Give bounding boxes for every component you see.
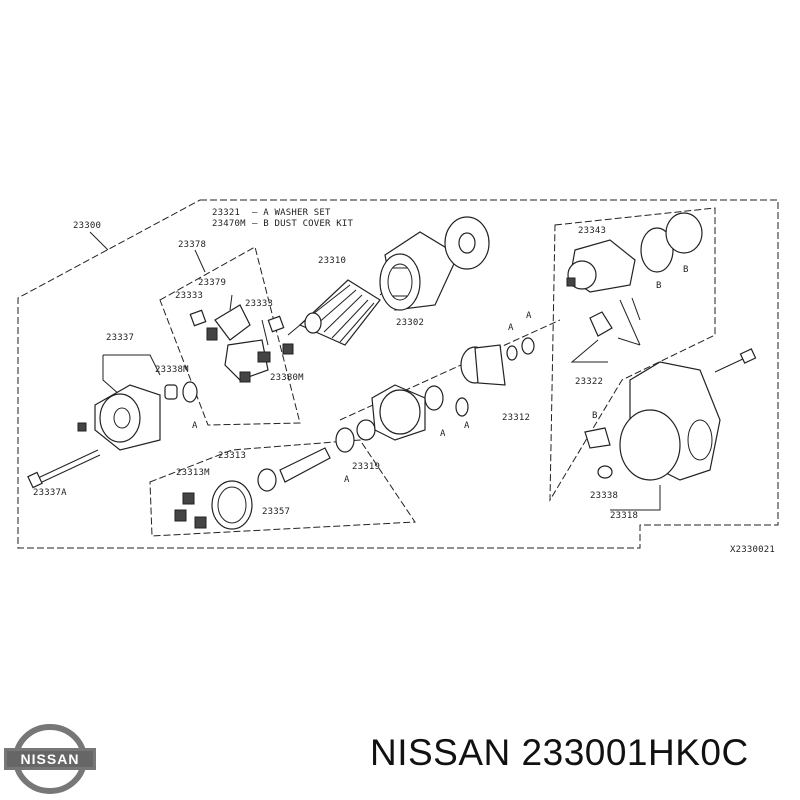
solenoid-region [549,207,716,502]
clutch-rings-part [335,384,469,453]
planetary-gear-part [174,447,331,530]
drawing-code: X2330021 [730,545,775,555]
label-23318: 23318 [610,511,638,521]
marker-a-clutch-1: A [344,475,350,485]
brush-holder-region [159,246,301,426]
marker-a-clutch-3: A [464,421,470,431]
legend-washer-code: 23321 [212,208,240,218]
label-23338: 23338 [590,491,618,501]
label-23312: 23312 [502,413,530,423]
label-23319: 23319 [352,462,380,472]
leader-23378 [194,249,206,273]
through-bolt-part [27,449,101,489]
logo-text: NISSAN [21,751,80,767]
pinion-gear-part [460,337,535,386]
label-23313m: 23313M [176,468,210,478]
solenoid-part [566,239,636,293]
label-23310: 23310 [318,256,346,266]
label-23343: 23343 [578,226,606,236]
label-23322: 23322 [575,377,603,387]
marker-a-endframe: A [192,421,198,431]
label-23337: 23337 [106,333,134,343]
leader-23318 [610,485,661,511]
label-23302: 23302 [396,318,424,328]
part-number-caption: NISSAN 233001HK0C [370,732,749,773]
label-23338m: 23338M [155,365,189,375]
front-housing-part [584,348,757,481]
rear-end-frame-part [77,381,198,451]
yoke-housing-part [379,231,459,311]
legend-dust-cover-text: — B DUST COVER KIT [252,219,354,229]
brush-holder-part [189,294,294,383]
leader-23300 [89,231,109,251]
gear-region [149,439,416,537]
marker-b-solenoid-1: B [656,281,662,291]
nissan-logo: NISSAN [4,724,96,794]
label-23380m: 23380M [270,373,304,383]
main-frame-outline [17,199,779,549]
label-23357: 23357 [262,507,290,517]
legend-dust-cover-code: 23470M [212,219,246,229]
marker-a-pinion-1: A [508,323,514,333]
label-23313: 23313 [218,451,246,461]
dust-cover-ring [444,216,490,270]
marker-a-pinion-2: A [526,311,532,321]
label-23333-left: 23333 [175,291,203,301]
legend-washer-text: — A WASHER SET [252,208,331,218]
marker-b-solenoid-2: B [683,265,689,275]
label-23378: 23378 [178,240,206,250]
shift-lever-part [570,297,641,363]
solenoid-cover-rings [640,212,703,273]
marker-a-clutch-2: A [440,429,446,439]
label-23300: 23300 [73,221,101,231]
marker-b-housing: B [592,411,598,421]
label-23333-right: 23333 [245,299,273,309]
label-23337a: 23337A [33,488,67,498]
label-23379: 23379 [198,278,226,288]
leader-23337 [102,354,161,396]
